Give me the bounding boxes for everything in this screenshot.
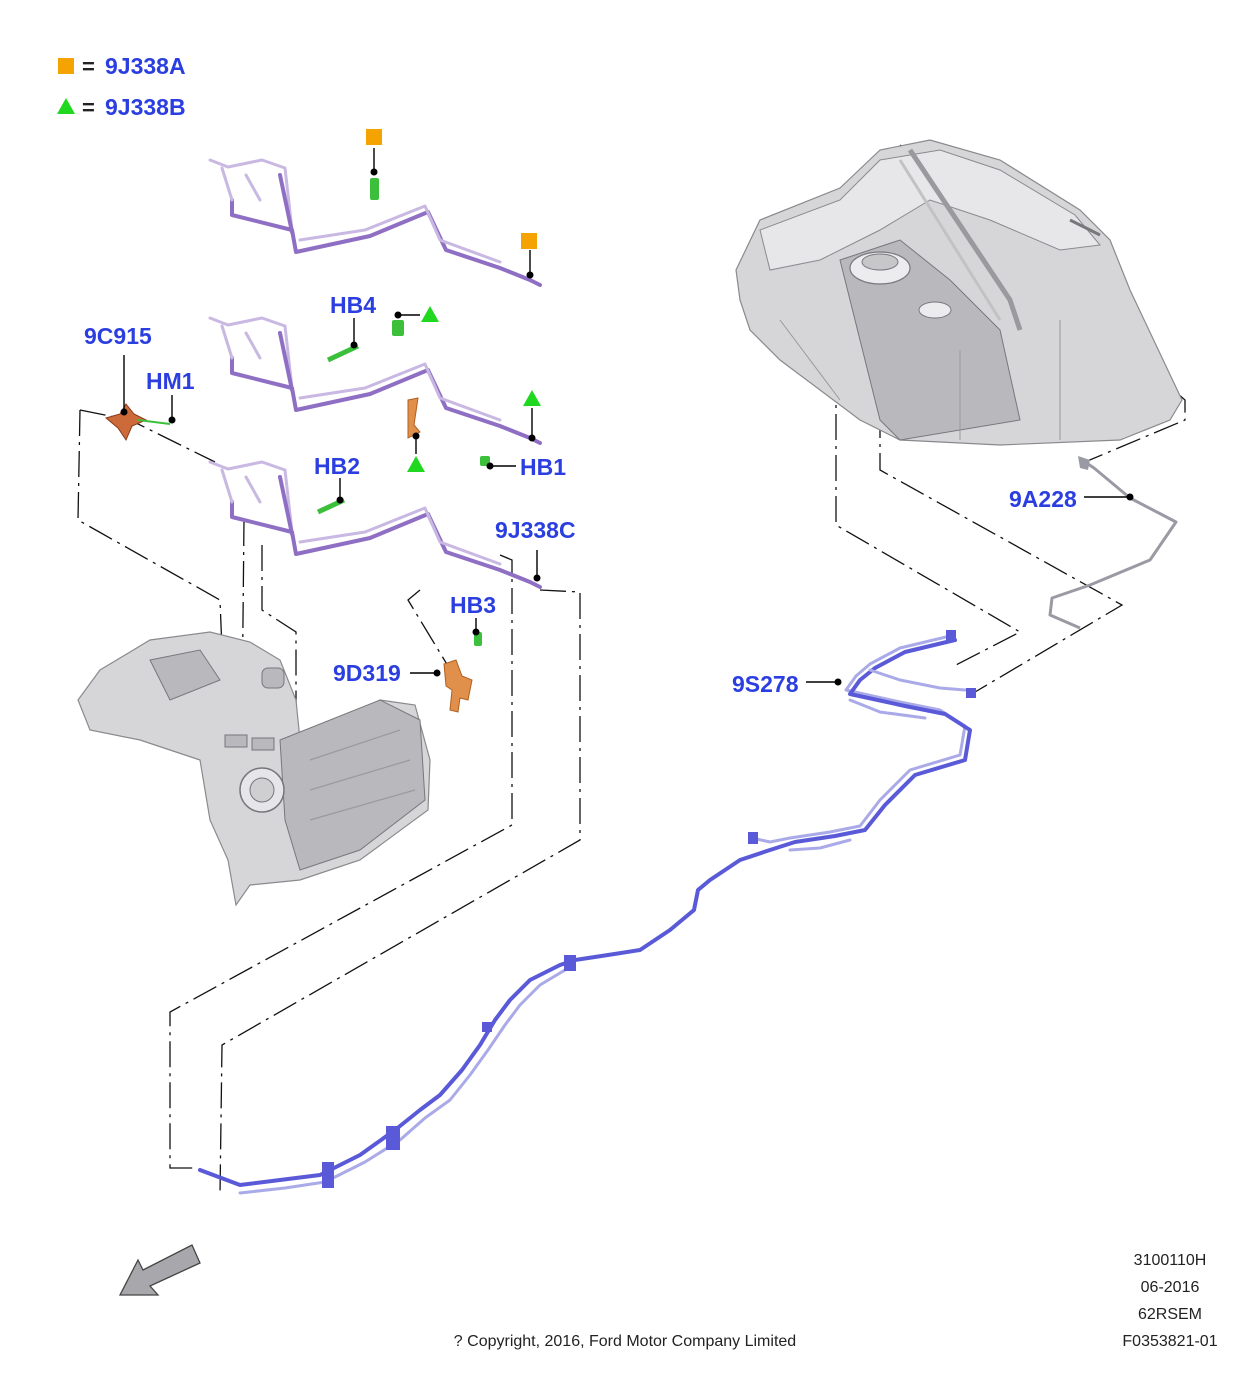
legend-part-b: 9J338B xyxy=(105,94,186,120)
green-triangle-icon xyxy=(407,456,425,472)
label-hb4: HB4 xyxy=(330,292,376,318)
green-triangle-icon xyxy=(57,98,75,114)
copyright-notice: ? Copyright, 2016, Ford Motor Company Li… xyxy=(454,1333,796,1350)
legend-equals-a: = xyxy=(82,54,95,79)
fuel-line-upper xyxy=(208,129,542,287)
vapour-line-9a228 xyxy=(1048,456,1178,630)
drawing-variant: 62RSEM xyxy=(1138,1306,1202,1323)
label-9d319: 9D319 xyxy=(333,660,401,686)
green-triangle-icon xyxy=(421,306,439,322)
part-labels: 9C915 HM1 HB4 HB1 HB2 HB3 9J338C 9D319 9… xyxy=(84,292,1077,697)
green-triangle-icon xyxy=(523,390,541,406)
fuel-line-lower xyxy=(208,460,542,589)
fuel-line-middle xyxy=(208,306,542,472)
fuel-tank xyxy=(735,139,1183,446)
legend-equals-b: = xyxy=(82,95,95,120)
front-direction-arrow-icon xyxy=(118,1244,201,1296)
label-9s278: 9S278 xyxy=(732,671,799,697)
label-9j338c: 9J338C xyxy=(495,517,576,543)
bracket-9d319 xyxy=(410,618,482,713)
orange-square-icon xyxy=(521,233,537,249)
orange-square-icon xyxy=(366,129,382,145)
engine-assembly xyxy=(77,631,431,907)
legend: = 9J338A = 9J338B xyxy=(57,53,186,120)
drawing-code: 3100110H xyxy=(1134,1252,1207,1269)
label-hb1: HB1 xyxy=(520,454,566,480)
orange-square-icon xyxy=(58,58,74,74)
label-hb2: HB2 xyxy=(314,453,360,479)
label-hb3: HB3 xyxy=(450,592,496,618)
label-hm1: HM1 xyxy=(146,368,195,394)
drawing-id: F0353821-01 xyxy=(1122,1333,1217,1350)
label-9c915: 9C915 xyxy=(84,323,152,349)
drawing-meta: 3100110H 06-2016 62RSEM F0353821-01 ? Co… xyxy=(454,1252,1218,1350)
label-9a228: 9A228 xyxy=(1009,486,1077,512)
fuel-line-9s278 xyxy=(198,630,976,1195)
legend-part-a: 9J338A xyxy=(105,53,186,79)
connector-9c915 xyxy=(104,355,176,442)
drawing-date: 06-2016 xyxy=(1141,1279,1200,1296)
